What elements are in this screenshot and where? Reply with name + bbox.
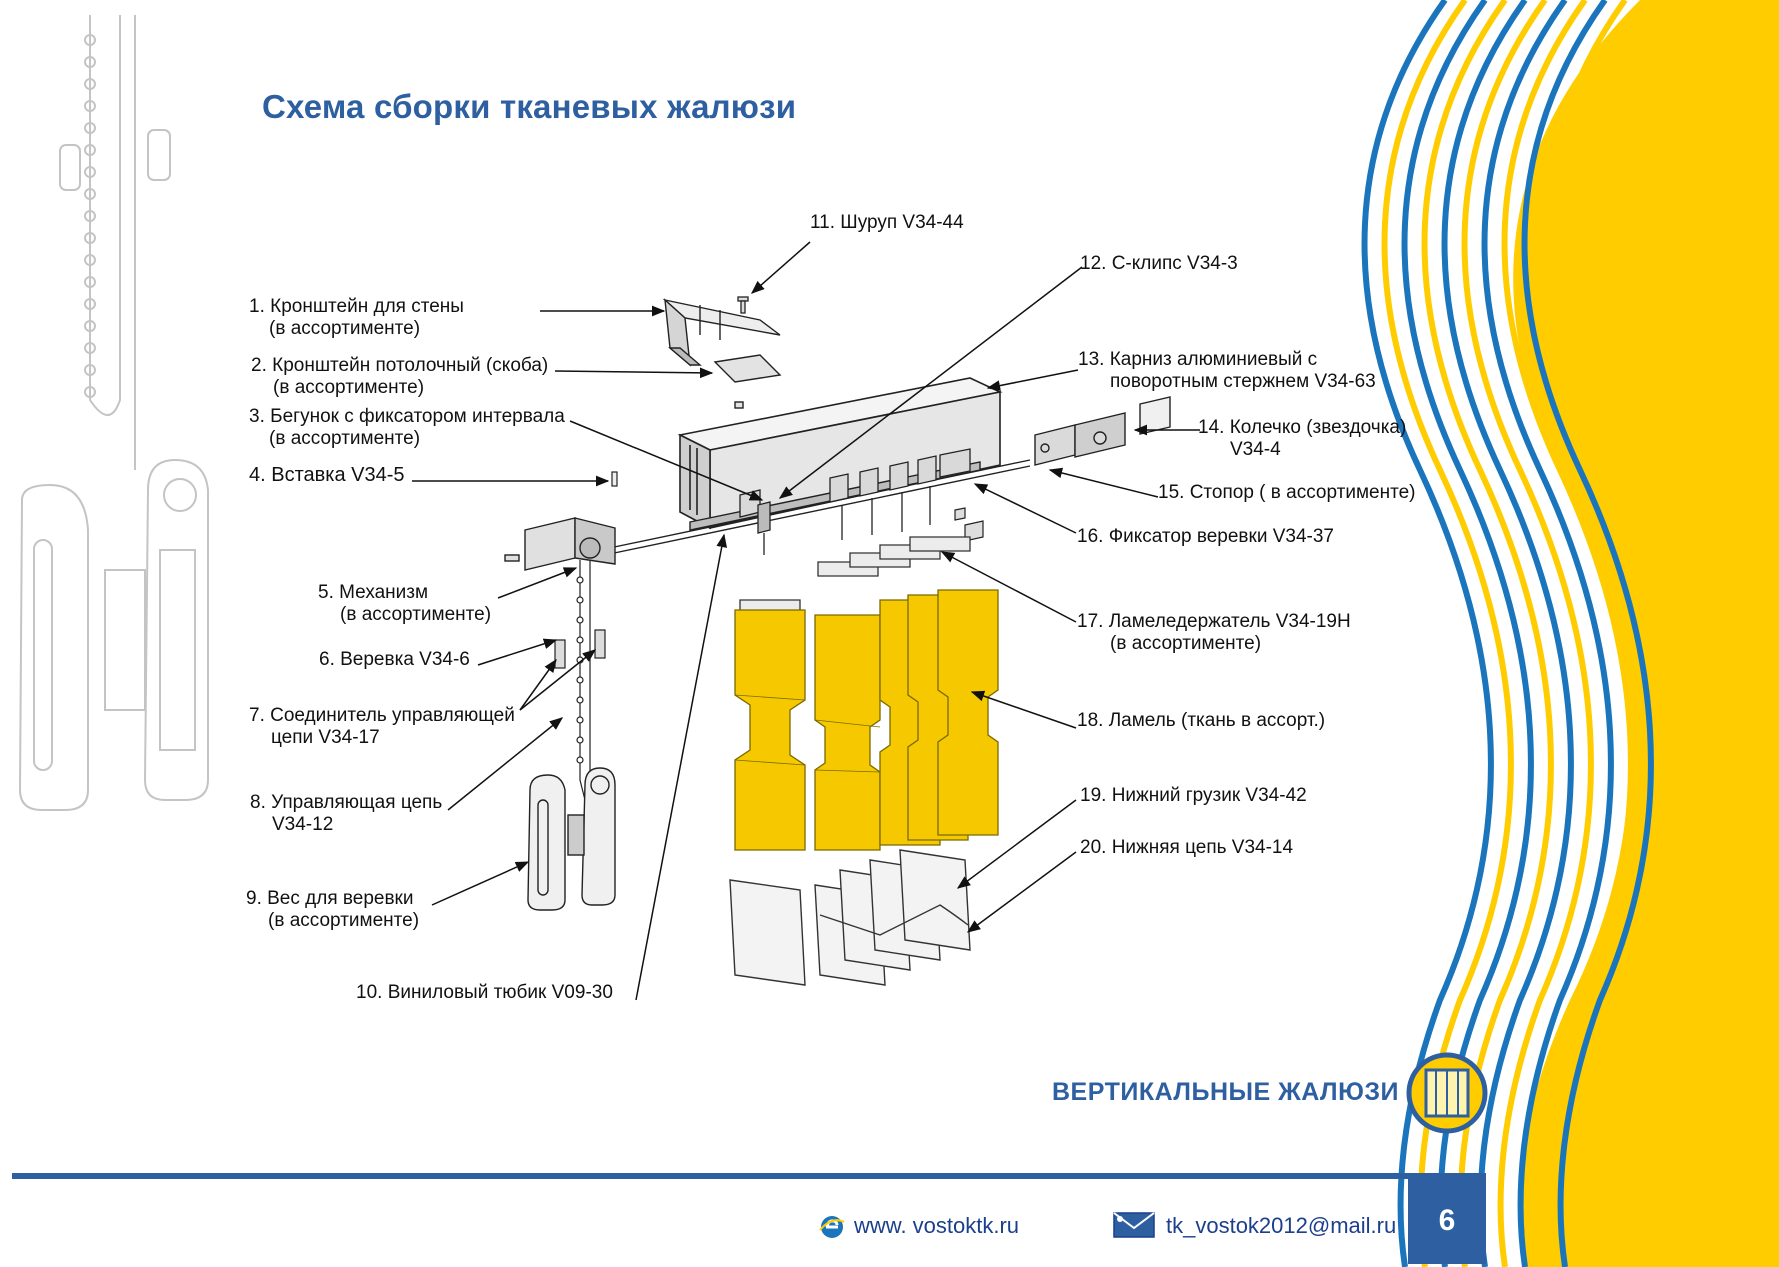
pull-chain <box>554 560 606 801</box>
ceiling-bracket <box>713 354 782 409</box>
part-label-7: 7. Соединитель управляющей цепи V34-17 <box>249 705 515 749</box>
part-label-14-line1: 14. Колечко (звездочка) <box>1198 417 1407 438</box>
part-label-9-line2: (в ассортименте) <box>268 910 420 931</box>
part-label-19: 19. Нижний грузик V34-42 <box>1080 785 1307 807</box>
part-label-5-line1: 5. Механизм <box>318 582 429 603</box>
email-link[interactable]: tk_vostok2012@mail.ru <box>1166 1213 1397 1238</box>
part-label-4-line1: 4. Вставка V34-5 <box>249 464 405 486</box>
part-label-7-line2: цепи V34-17 <box>271 727 380 748</box>
footer-bar <box>12 1173 1486 1179</box>
browser-icon[interactable] <box>818 1212 846 1242</box>
bottom-weights <box>729 849 971 986</box>
part-label-3-line1: 3. Бегунок с фиксатором интервала <box>249 406 565 427</box>
part-label-16: 16. Фиксатор веревки V34-37 <box>1077 526 1334 548</box>
part-label-13-line2: поворотным стержнем V34-63 <box>1110 371 1376 392</box>
part-label-2-line1: 2. Кронштейн потолочный (скоба) <box>251 355 549 376</box>
website-link[interactable]: www. vostoktk.ru <box>854 1213 1020 1238</box>
part-label-19-line1: 19. Нижний грузик V34-42 <box>1080 785 1307 806</box>
background-chain-drawing <box>18 15 209 811</box>
cord-weight <box>527 767 616 911</box>
part-label-6-line1: 6. Веревка V34-6 <box>319 649 470 670</box>
part-label-15-line1: 15. Стопор ( в ассортименте) <box>1158 482 1416 503</box>
brand-label: ВЕРТИКАЛЬНЫЕ ЖАЛЮЗИ <box>1052 1078 1399 1106</box>
mechanism-housing <box>504 517 616 571</box>
part-label-18: 18. Ламель (ткань в ассорт.) <box>1077 710 1325 732</box>
carriers <box>739 448 971 555</box>
fabric-slats <box>734 589 999 851</box>
envelope-icon[interactable] <box>1112 1210 1156 1240</box>
part-label-3-line2: (в ассортименте) <box>269 428 421 449</box>
part-label-5: 5. Механизм (в ассортименте) <box>318 582 491 626</box>
slat-holders <box>739 536 971 615</box>
part-label-11: 11. Шуруп V34-44 <box>810 212 964 234</box>
part-label-12-line1: 12. С-клипс V34-3 <box>1080 253 1238 274</box>
part-label-11-line1: 11. Шуруп V34-44 <box>810 212 964 233</box>
part-label-7-line1: 7. Соединитель управляющей <box>249 705 515 726</box>
part-label-14: 14. Колечко (звездочка) V34-4 <box>1198 417 1406 461</box>
page-number: 6 <box>1408 1178 1486 1264</box>
insert-part <box>611 471 618 487</box>
part-label-2-line2: (в ассортименте) <box>273 377 425 398</box>
part-label-6: 6. Веревка V34-6 <box>319 649 470 671</box>
part-label-8-line1: 8. Управляющая цепь <box>250 792 443 813</box>
end-stopper <box>1034 396 1171 466</box>
leader-lines <box>412 241 1200 1001</box>
part-label-10: 10. Виниловый тюбик V09-30 <box>356 982 613 1004</box>
part-label-5-line2: (в ассортименте) <box>340 604 492 625</box>
page-title: Схема сборки тканевых жалюзи <box>262 88 797 125</box>
part-label-2: 2. Кронштейн потолочный (скоба) (в ассор… <box>251 355 548 399</box>
cord-fixator <box>954 507 984 542</box>
part-label-1-line1: 1. Кронштейн для стены <box>249 296 464 317</box>
part-label-9-line1: 9. Вес для веревки <box>246 888 414 909</box>
part-label-13-line1: 13. Карниз алюминиевый с <box>1078 349 1318 370</box>
part-label-20-line1: 20. Нижняя цепь V34-14 <box>1080 837 1294 858</box>
wall-bracket <box>662 298 781 367</box>
part-label-9: 9. Вес для веревки (в ассортименте) <box>246 888 419 932</box>
part-label-16-line1: 16. Фиксатор веревки V34-37 <box>1077 526 1334 547</box>
part-label-8: 8. Управляющая цепь V34-12 <box>250 792 442 836</box>
part-label-12: 12. С-клипс V34-3 <box>1080 253 1238 275</box>
part-label-13: 13. Карниз алюминиевый с поворотным стер… <box>1078 349 1376 393</box>
part-label-8-line2: V34-12 <box>272 814 334 835</box>
part-label-14-line2: V34-4 <box>1230 439 1281 460</box>
part-label-3: 3. Бегунок с фиксатором интервала (в асс… <box>249 406 565 450</box>
part-label-15: 15. Стопор ( в ассортименте) <box>1158 482 1415 504</box>
part-label-18-line1: 18. Ламель (ткань в ассорт.) <box>1077 710 1326 731</box>
part-label-17-line1: 17. Ламеледержатель V34-19H <box>1077 611 1351 632</box>
part-label-4: 4. Вставка V34-5 <box>249 464 405 486</box>
screw-part <box>737 296 749 314</box>
part-label-17: 17. Ламеледержатель V34-19H (в ассортиме… <box>1077 611 1351 655</box>
blinds-icon <box>1406 1052 1488 1134</box>
part-label-1-line2: (в ассортименте) <box>269 318 421 339</box>
part-label-10-line1: 10. Виниловый тюбик V09-30 <box>356 982 613 1003</box>
part-label-17-line2: (в ассортименте) <box>1110 633 1262 654</box>
part-label-20: 20. Нижняя цепь V34-14 <box>1080 837 1293 859</box>
part-label-1: 1. Кронштейн для стены (в ассортименте) <box>249 296 464 340</box>
